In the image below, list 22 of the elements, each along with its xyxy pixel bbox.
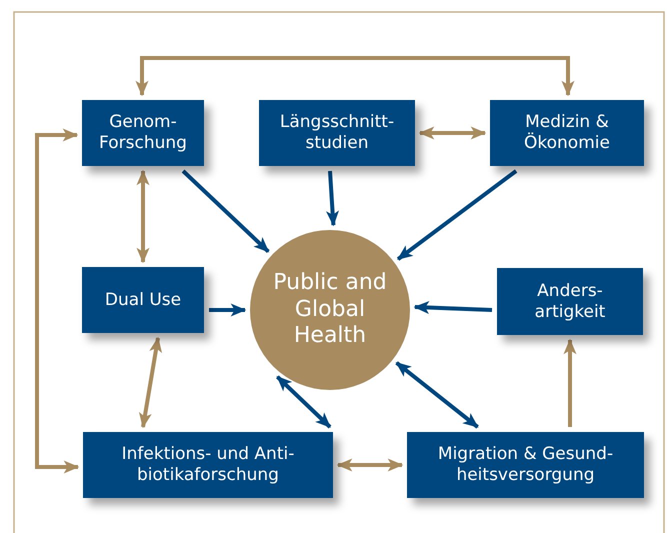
topic-box: Genom- Forschung	[82, 100, 204, 166]
arrow	[136, 56, 574, 96]
topic-box: Längsschnitt- studien	[259, 100, 415, 166]
arrow	[418, 126, 486, 140]
arrow	[209, 304, 246, 316]
arrow	[414, 301, 492, 314]
arrow	[276, 375, 332, 428]
arrow	[395, 361, 479, 429]
node-label: Public and Global Health	[272, 270, 388, 350]
arrow	[326, 170, 339, 226]
arrow	[396, 169, 518, 261]
topic-box: Dual Use	[82, 267, 204, 333]
arrow	[136, 170, 150, 264]
arrow	[182, 170, 270, 254]
topic-box: Anders- artigkeit	[497, 268, 643, 335]
arrow	[35, 128, 80, 474]
arrow	[138, 336, 162, 428]
arrow	[564, 338, 576, 427]
topic-box: Migration & Gesund- heitsversorgung	[407, 432, 644, 498]
topic-box: Medizin & Ökonomie	[490, 100, 644, 166]
arrow	[336, 458, 404, 472]
topic-box: Infektions- und Anti- biotikaforschung	[83, 432, 333, 498]
